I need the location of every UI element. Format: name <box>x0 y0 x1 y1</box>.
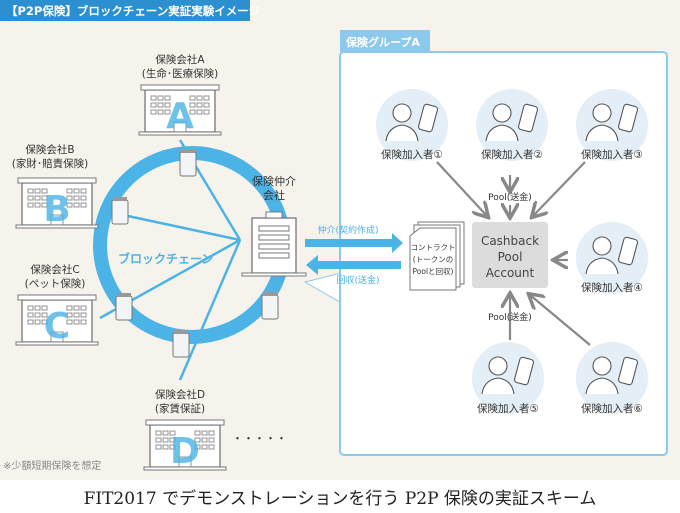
diagram-title: 【P2P保険】ブロックチェーン実証実験イメージ <box>6 4 261 18</box>
company-b-letter: B <box>43 189 70 230</box>
broker: 保険仲介 会社 <box>241 174 307 277</box>
member-2: 保険加入者② <box>475 88 549 162</box>
pool-label-top: Pool(送金) <box>488 191 532 203</box>
pool-account-line1: Cashback <box>481 234 539 248</box>
collect-label: 回収(送金) <box>336 274 379 286</box>
pool-label-bottom: Pool(送金) <box>488 311 532 323</box>
cashback-pool-account <box>472 222 548 288</box>
ledger-node-icon <box>261 291 279 320</box>
company-d-letter: D <box>170 431 200 472</box>
company-a-name: 保険会社A <box>155 53 205 66</box>
member-label: 保険加入者⑤ <box>477 402 539 415</box>
member-label: 保険加入者② <box>481 148 543 161</box>
ledger-node-icon <box>115 292 133 321</box>
figure-caption: FIT2017 でデモンストレーションを行う P2P 保険の実証スキーム <box>83 489 597 509</box>
collect-arrow: 回収(送金) <box>306 255 401 286</box>
company-a-type: (生命･医療保険) <box>142 67 218 80</box>
company-d: 保険会社D (家賃保証) D <box>143 388 227 472</box>
company-a: 保険会社A (生命･医療保険) A <box>138 53 222 137</box>
member-label: 保険加入者④ <box>581 281 643 294</box>
member-label: 保険加入者③ <box>581 148 643 161</box>
group-title: 保険グループA <box>345 35 420 49</box>
more-companies: ・・・・・ <box>232 432 287 445</box>
broker-name-line1: 保険仲介 <box>252 174 296 188</box>
member-1: 保険加入者① <box>375 88 449 162</box>
company-a-letter: A <box>166 96 194 137</box>
ledger-node-icon <box>172 329 190 358</box>
company-d-type: (家賃保証) <box>155 402 205 415</box>
member-label: 保険加入者① <box>381 148 443 161</box>
group-tab <box>340 30 430 52</box>
member-5: 保険加入者⑤ <box>471 341 545 415</box>
company-b-type: (家財･賠責保険) <box>12 157 88 170</box>
ledger-node-icon <box>179 148 197 177</box>
pool-account-line3: Account <box>486 266 535 280</box>
diagram-canvas: 【P2P保険】ブロックチェーン実証実験イメージ ブロックチェーン 保険会社A (… <box>0 0 680 480</box>
contract-line1: コントラクト <box>411 243 456 252</box>
pool-arrows <box>436 161 591 346</box>
member-3: 保険加入者③ <box>575 88 649 162</box>
contract-document: コントラクト (トークンの Poolと回収) <box>409 221 465 291</box>
blockchain-label: ブロックチェーン <box>118 251 213 266</box>
company-c-letter: C <box>44 306 70 347</box>
company-d-name: 保険会社D <box>155 388 205 401</box>
member-label: 保険加入者⑥ <box>581 402 643 415</box>
company-b-name: 保険会社B <box>25 143 74 156</box>
mediate-label: 仲介(契約作成) <box>317 224 378 236</box>
contract-line3: Poolと回収) <box>413 267 454 276</box>
footnote: ※少額短期保険を想定 <box>3 459 101 472</box>
title-bar <box>0 0 250 21</box>
member-6: 保険加入者⑥ <box>575 341 649 415</box>
company-c-type: (ペット保険) <box>25 277 86 290</box>
member-4: 保険加入者④ <box>575 221 649 295</box>
mediate-arrow: 仲介(契約作成) <box>305 224 403 253</box>
company-c: 保険会社C (ペット保険) C <box>15 263 99 347</box>
ledger-node-icon <box>111 196 129 225</box>
pool-account-line2: Pool <box>498 250 523 264</box>
broker-name-line2: 会社 <box>263 188 285 202</box>
contract-line2: (トークンの <box>413 255 453 264</box>
company-c-name: 保険会社C <box>30 263 79 276</box>
company-b: 保険会社B (家財･賠責保険) B <box>12 143 99 230</box>
